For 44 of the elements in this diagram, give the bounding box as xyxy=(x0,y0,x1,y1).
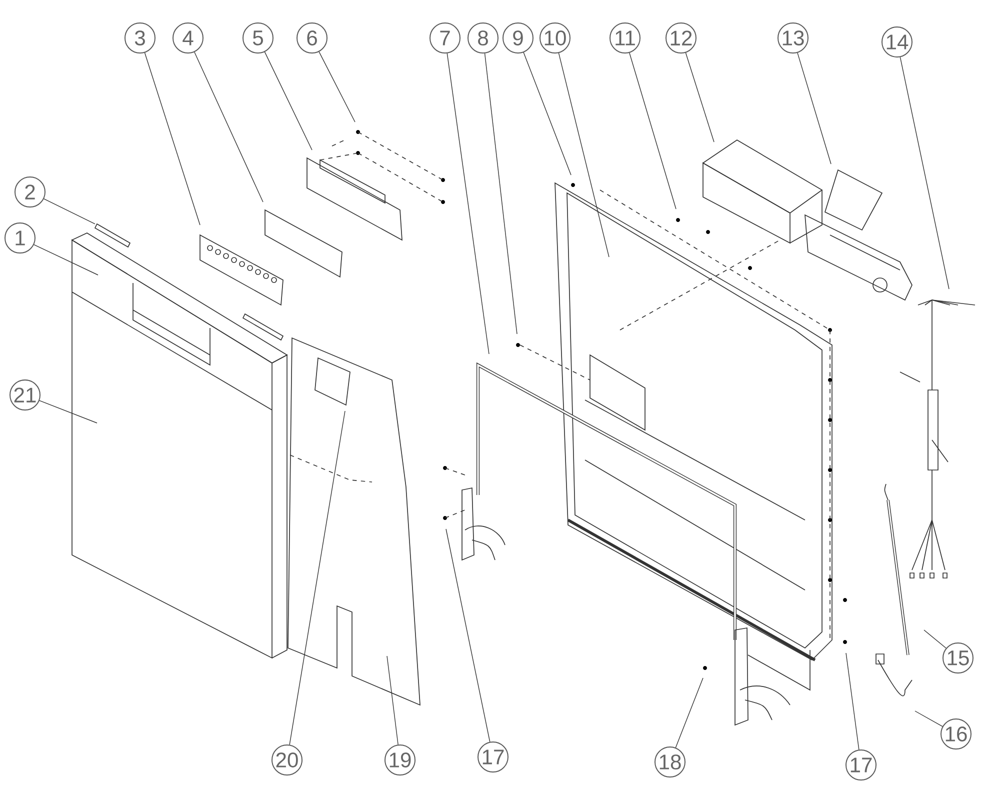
leader-line xyxy=(924,630,946,648)
leader-line xyxy=(446,528,490,742)
leader-line xyxy=(629,52,676,210)
leader-line xyxy=(846,652,860,750)
callout-number: 20 xyxy=(272,744,302,776)
callout-number: 17 xyxy=(846,750,876,780)
callout-number: 17 xyxy=(478,742,508,772)
leader-line xyxy=(797,52,832,164)
leader-line xyxy=(900,56,950,290)
leader-line xyxy=(264,52,312,150)
callout-number: 5 xyxy=(242,22,274,54)
leader-line xyxy=(318,51,356,122)
callout-number: 8 xyxy=(468,22,498,54)
callout-number: 3 xyxy=(124,22,156,54)
leader-line xyxy=(44,198,96,224)
callout-number: 16 xyxy=(940,718,972,750)
leader-line xyxy=(558,52,610,258)
callout-number: 15 xyxy=(942,642,974,674)
leader-line xyxy=(484,53,518,334)
leader-line xyxy=(446,53,490,354)
callout-number: 11 xyxy=(610,22,640,54)
leader-line xyxy=(685,52,714,142)
callout-number: 14 xyxy=(882,26,912,58)
leader-line xyxy=(914,710,943,727)
callout-number: 4 xyxy=(172,22,204,54)
callout-number: 13 xyxy=(778,22,808,54)
callout-number: 19 xyxy=(384,744,416,776)
leader-line xyxy=(194,52,264,202)
leader-line xyxy=(289,410,346,746)
leader-line xyxy=(386,656,398,745)
callout-number: 2 xyxy=(14,176,46,208)
callout-number: 9 xyxy=(502,22,534,54)
callout-number: 10 xyxy=(540,22,570,54)
leader-line xyxy=(34,244,98,276)
leader-line xyxy=(523,52,572,176)
callout-number: 6 xyxy=(296,22,328,54)
callout-number: 7 xyxy=(430,22,460,54)
callout-number: 12 xyxy=(666,22,696,54)
leader-line xyxy=(675,678,704,748)
leader-line xyxy=(144,52,200,226)
callout-number: 21 xyxy=(10,380,40,410)
leader-line xyxy=(39,400,98,424)
callout-number: 18 xyxy=(654,746,686,778)
callout-number: 1 xyxy=(4,222,36,254)
